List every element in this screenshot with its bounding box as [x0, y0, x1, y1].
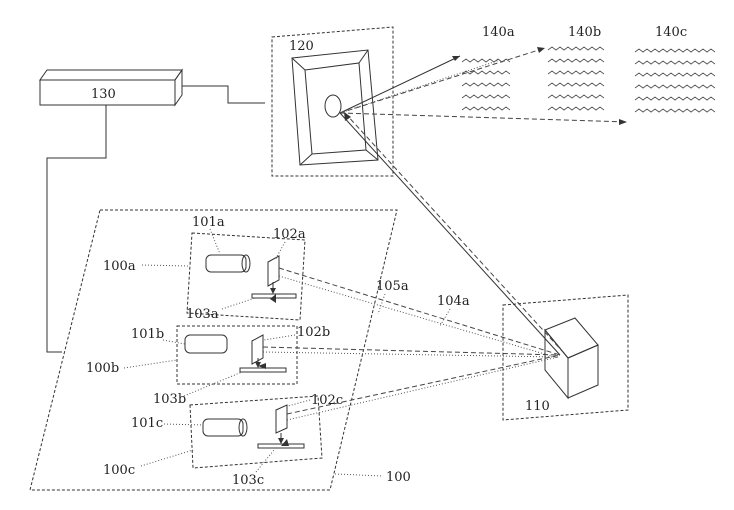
scanner-plane	[271, 26, 394, 177]
reflector-plane	[502, 294, 629, 421]
label-140c: 140c	[655, 25, 687, 40]
scan-field-b	[547, 46, 605, 111]
label-100c: 100c	[103, 463, 135, 478]
label-140a: 140a	[482, 25, 515, 40]
label-100: 100	[386, 470, 411, 485]
module-c-frame	[189, 395, 323, 469]
label-101a: 101a	[192, 215, 225, 230]
scanner-mirror	[291, 49, 379, 166]
label-100a: 100a	[103, 259, 136, 274]
scanner-reflector-beam	[339, 112, 564, 356]
controller-box	[39, 68, 183, 107]
label-102c: 102c	[311, 393, 343, 408]
label-101b: 101b	[131, 327, 164, 342]
scan-field-a	[461, 58, 511, 111]
wire-controller-modules	[46, 105, 107, 353]
label-104a: 104a	[437, 294, 470, 309]
module-b-frame	[176, 325, 298, 385]
label-110: 110	[525, 399, 550, 414]
label-100b: 100b	[86, 361, 119, 376]
label-103c: 103c	[232, 473, 264, 488]
splitter-b	[251, 334, 264, 365]
label-103a: 103a	[186, 307, 219, 322]
module-group-plane	[29, 209, 398, 491]
detector-b	[239, 367, 287, 373]
scan-field-c	[634, 48, 716, 113]
emitter-c	[202, 418, 248, 437]
scan-rays	[339, 47, 628, 125]
label-102a: 102a	[273, 227, 306, 242]
label-102b: 102b	[297, 325, 330, 340]
emitter-a	[205, 254, 251, 273]
splitter-a	[267, 255, 280, 287]
emitter-b	[184, 334, 228, 354]
module-a-frame	[186, 232, 306, 321]
leader-100	[334, 473, 383, 477]
label-103b: 103b	[153, 392, 186, 407]
label-120: 120	[289, 39, 314, 54]
label-140b: 140b	[568, 25, 601, 40]
splitter-c	[275, 404, 288, 434]
module-reflector-beams	[258, 267, 561, 446]
wire-controller-scanner	[182, 85, 265, 104]
label-105a: 105a	[376, 279, 409, 294]
label-101c: 101c	[131, 416, 163, 431]
label-130: 130	[91, 87, 116, 102]
